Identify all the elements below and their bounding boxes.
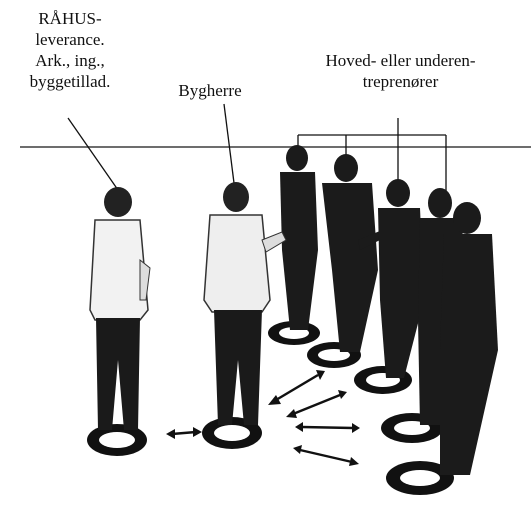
contractor-figure-5 bbox=[440, 202, 498, 475]
leader-line-bygherre bbox=[223, 103, 235, 184]
arrow-to-contractor-5 bbox=[293, 445, 359, 466]
arrow-to-contractor-2 bbox=[268, 370, 325, 405]
arrow-raahus-bygherre bbox=[166, 427, 202, 439]
contractors-label-line: treprenører bbox=[362, 72, 439, 91]
arrow-to-contractor-3 bbox=[286, 390, 347, 418]
floor-rings bbox=[87, 321, 454, 495]
contractors-label: Hoved- eller underen- treprenører bbox=[288, 50, 513, 92]
contractor-figure-1 bbox=[280, 145, 318, 330]
contractor-figure-2 bbox=[322, 154, 396, 352]
leader-line-raahus bbox=[67, 117, 119, 191]
contractors-label-line: Hoved- eller underen- bbox=[325, 51, 476, 70]
raahus-label: RÅHUS- leverance. Ark., ing., byggetilla… bbox=[0, 8, 140, 92]
bygherre-label: Bygherre bbox=[178, 81, 242, 100]
contractor-bracket bbox=[297, 118, 447, 200]
raahus-label-line: leverance. bbox=[35, 30, 105, 49]
arrow-to-contractor-4 bbox=[295, 422, 360, 433]
ring-contractor-5 bbox=[386, 461, 454, 495]
contractor-figure-3 bbox=[378, 179, 424, 378]
raahus-label-line: RÅHUS- bbox=[38, 9, 102, 28]
arrows bbox=[166, 370, 360, 466]
bygherre-figure bbox=[203, 182, 287, 425]
raahus-label-line: byggetillad. bbox=[29, 72, 111, 91]
raahus-label-line: Ark., ing., bbox=[35, 51, 105, 70]
raahus-figure bbox=[89, 187, 151, 430]
ring-raahus bbox=[87, 424, 147, 456]
contractor-figures bbox=[280, 145, 498, 475]
